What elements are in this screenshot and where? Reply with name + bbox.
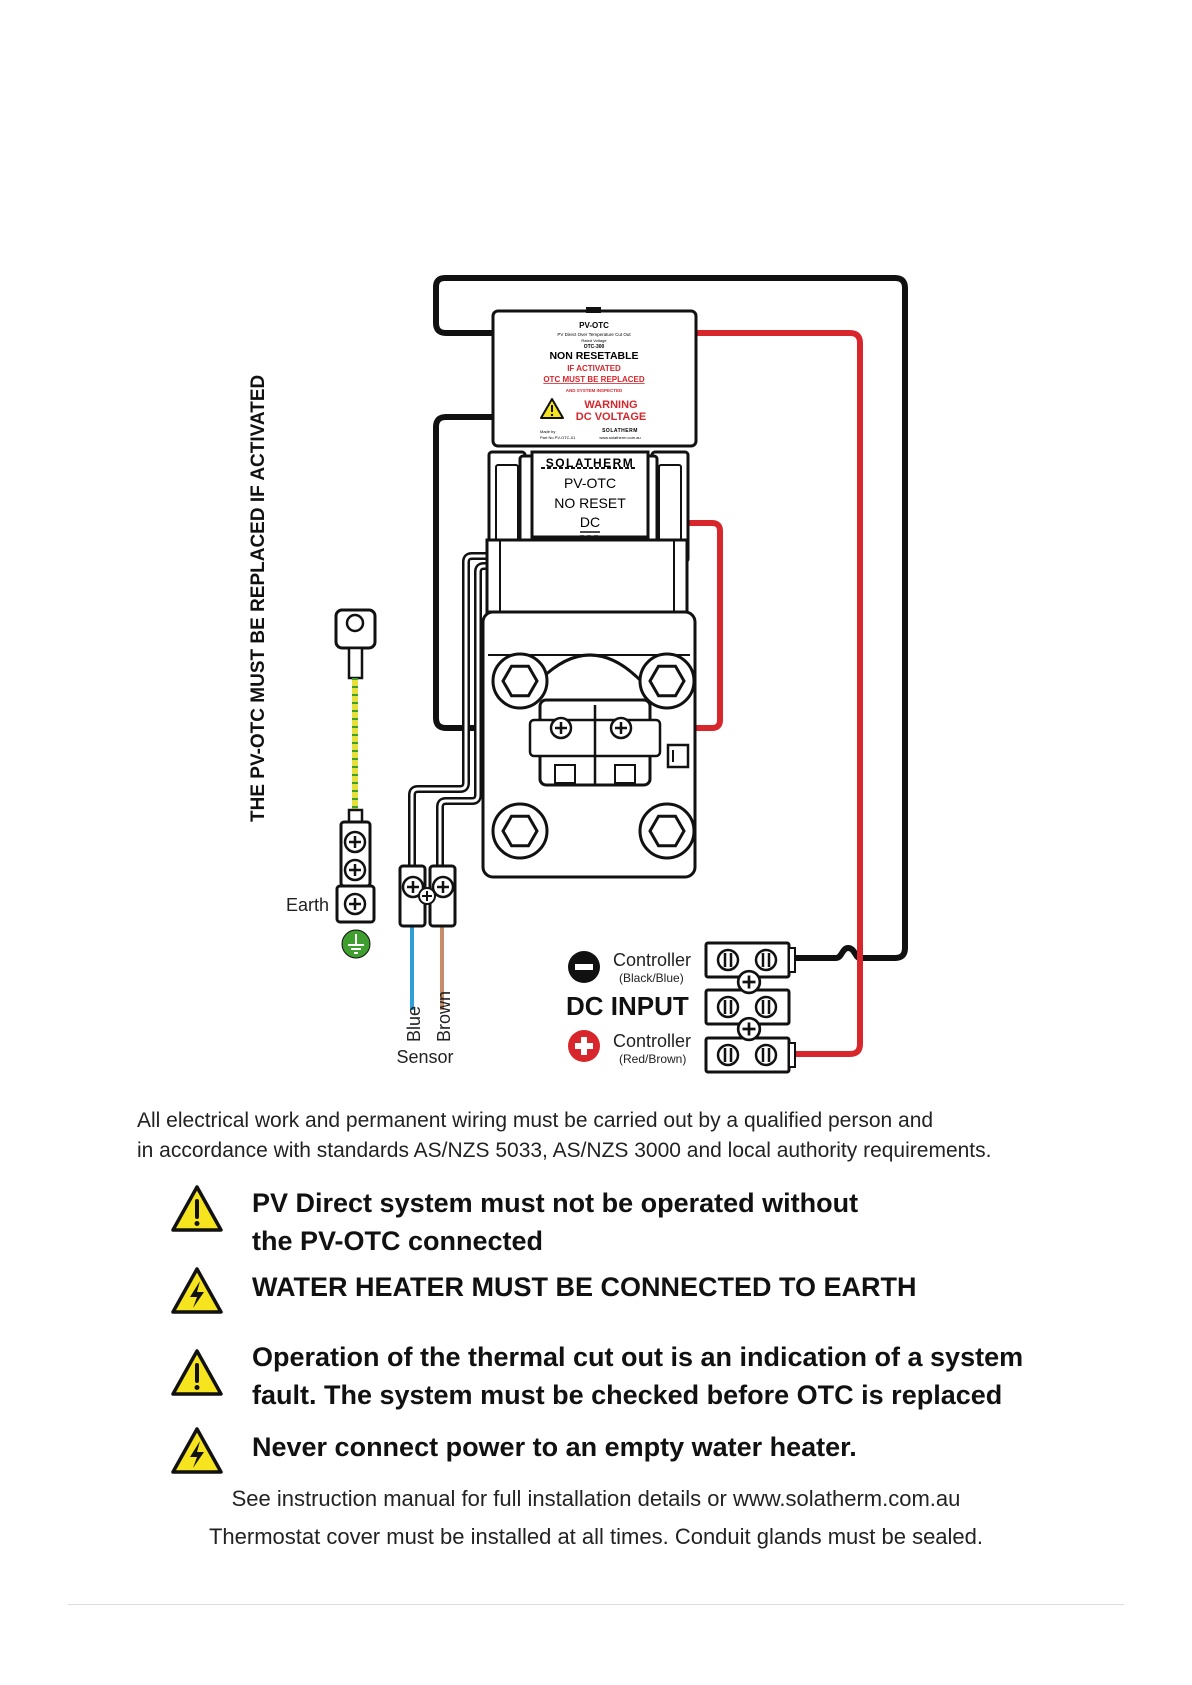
exclamation-warning-icon — [171, 1185, 223, 1232]
warning-item: Operation of the thermal cut out is an i… — [170, 1338, 1023, 1414]
otc-module: SOLATHERM PV-OTC NO RESET DC — [530, 450, 650, 539]
earth-symbol-icon — [348, 934, 364, 954]
module-dc: DC — [580, 514, 600, 530]
plate-non-resetable: NON RESETABLE — [549, 350, 638, 362]
general-notice-line2: in accordance with standards AS/NZS 5033… — [137, 1139, 992, 1162]
warning-item: WATER HEATER MUST BE CONNECTED TO EARTH — [170, 1266, 917, 1316]
thermostat-body — [481, 538, 697, 879]
plate-warning: WARNING — [584, 399, 637, 411]
dc-positive-label: Controller — [613, 1031, 691, 1051]
plate-subtitle: PV Direct Over Temperature Cut Out — [557, 332, 631, 337]
exclamation-warning-icon — [171, 1349, 223, 1396]
pv-otc-label-plate: PV-OTC PV Direct Over Temperature Cut Ou… — [491, 307, 698, 448]
dc-input-title: DC INPUT — [566, 991, 689, 1021]
plate-brand: SOLATHERM — [602, 428, 638, 434]
warning-line: Operation of the thermal cut out is an i… — [252, 1342, 1024, 1372]
warning-line: Never connect power to an empty water he… — [252, 1432, 857, 1462]
earth-connection — [334, 608, 377, 959]
lightning-warning-icon — [171, 1267, 223, 1314]
module-model: PV-OTC — [564, 475, 616, 491]
warning-item: Never connect power to an empty water he… — [170, 1426, 857, 1476]
warning-line: fault. The system must be checked before… — [252, 1380, 1003, 1410]
module-brand: SOLATHERM — [546, 456, 635, 470]
footer-manual-note: See instruction manual for full installa… — [231, 1486, 961, 1511]
module-no-reset: NO RESET — [554, 495, 626, 511]
dc-negative-sub: (Black/Blue) — [619, 971, 684, 985]
lightning-warning-icon — [171, 1427, 223, 1474]
general-notice-line1: All electrical work and permanent wiring… — [137, 1109, 934, 1132]
negative-symbol-icon — [568, 951, 600, 983]
general-notice: All electrical work and permanent wiring… — [137, 1106, 991, 1166]
sensor-terminal — [398, 864, 457, 1010]
plate-made-by: Made by — [540, 429, 555, 434]
warning-line: WATER HEATER MUST BE CONNECTED TO EARTH — [252, 1272, 917, 1302]
wiring-diagram: THE PV-OTC MUST BE REPLACED IF ACTIVATED… — [248, 275, 908, 1074]
earth-label: Earth — [286, 895, 329, 915]
positive-symbol-icon — [568, 1030, 600, 1062]
warning-item: PV Direct system must not be operated wi… — [170, 1184, 858, 1260]
red-wire-dc-positive — [694, 330, 863, 1057]
warning-line: the PV-OTC connected — [252, 1226, 544, 1256]
plate-if-activated: IF ACTIVATED — [567, 364, 621, 373]
plate-inspected: AND SYSTEM INSPECTED — [566, 388, 623, 393]
red-wire-thermostat — [622, 520, 723, 731]
black-wire-thermostat — [433, 414, 560, 731]
sensor-brown-label: Brown — [434, 991, 454, 1042]
dc-positive-sub: (Red/Brown) — [619, 1052, 686, 1066]
plate-warning-icon — [540, 398, 564, 419]
plate-part-no: Part No PV-OTC-01 — [540, 435, 576, 440]
black-wire-loop — [433, 275, 908, 961]
side-caption: THE PV-OTC MUST BE REPLACED IF ACTIVATED — [248, 375, 269, 822]
plate-title: PV-OTC — [579, 321, 609, 330]
plate-website: www.solatherm.com.au — [599, 435, 640, 440]
sensor-label: Sensor — [396, 1047, 453, 1067]
warning-line: PV Direct system must not be operated wi… — [252, 1188, 859, 1218]
page-divider — [68, 1604, 1124, 1605]
plate-must-replace: OTC MUST BE REPLACED — [543, 375, 645, 384]
plate-model: OTC-300 — [584, 344, 605, 350]
sensor-blue-label: Blue — [404, 1006, 424, 1042]
plate-dc-voltage: DC VOLTAGE — [576, 411, 646, 423]
footer-cover-note: Thermostat cover must be installed at al… — [208, 1524, 984, 1549]
dc-negative-label: Controller — [613, 950, 691, 970]
dc-input-terminal-block — [704, 941, 796, 1074]
plate-rated: Rated Voltage — [581, 338, 607, 343]
